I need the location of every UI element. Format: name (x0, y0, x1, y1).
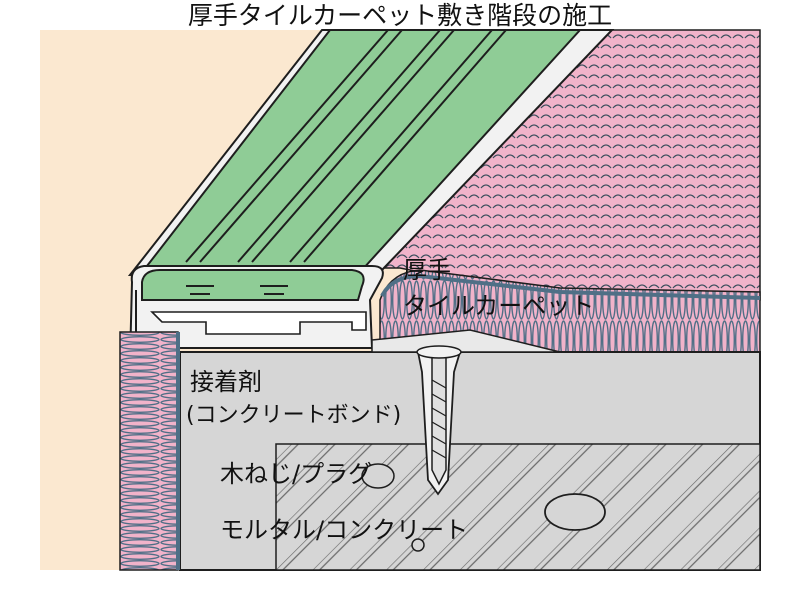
adhesive-wedge (371, 329, 561, 353)
mortar-hatch-area (275, 443, 761, 571)
page-title: 厚手タイルカーペット敷き階段の施工 (188, 1, 612, 30)
nosing-front-ribs (186, 285, 288, 295)
label-mortar-concrete: モルタル/コンクリート (220, 516, 468, 544)
aggregate-stone-small (361, 463, 395, 489)
label-adhesive-2: (コンクリートボンド) (186, 403, 401, 428)
label-carpet-1: 厚手 (403, 256, 451, 284)
riser-carpet (119, 331, 179, 571)
aggregate-pebble (411, 538, 425, 552)
aggregate-stone (544, 493, 606, 531)
label-carpet-2: タイルカーペット (403, 292, 594, 320)
screw-plug-icon (416, 345, 462, 496)
label-screw-plug: 木ねじ/プラグ (220, 460, 372, 488)
nosing-grooves (185, 29, 507, 263)
nosing-inner-channel (150, 311, 367, 335)
tread-carpet-top (380, 273, 761, 300)
nosing-green-front (141, 269, 365, 301)
label-adhesive-1: 接着剤 (190, 368, 262, 396)
